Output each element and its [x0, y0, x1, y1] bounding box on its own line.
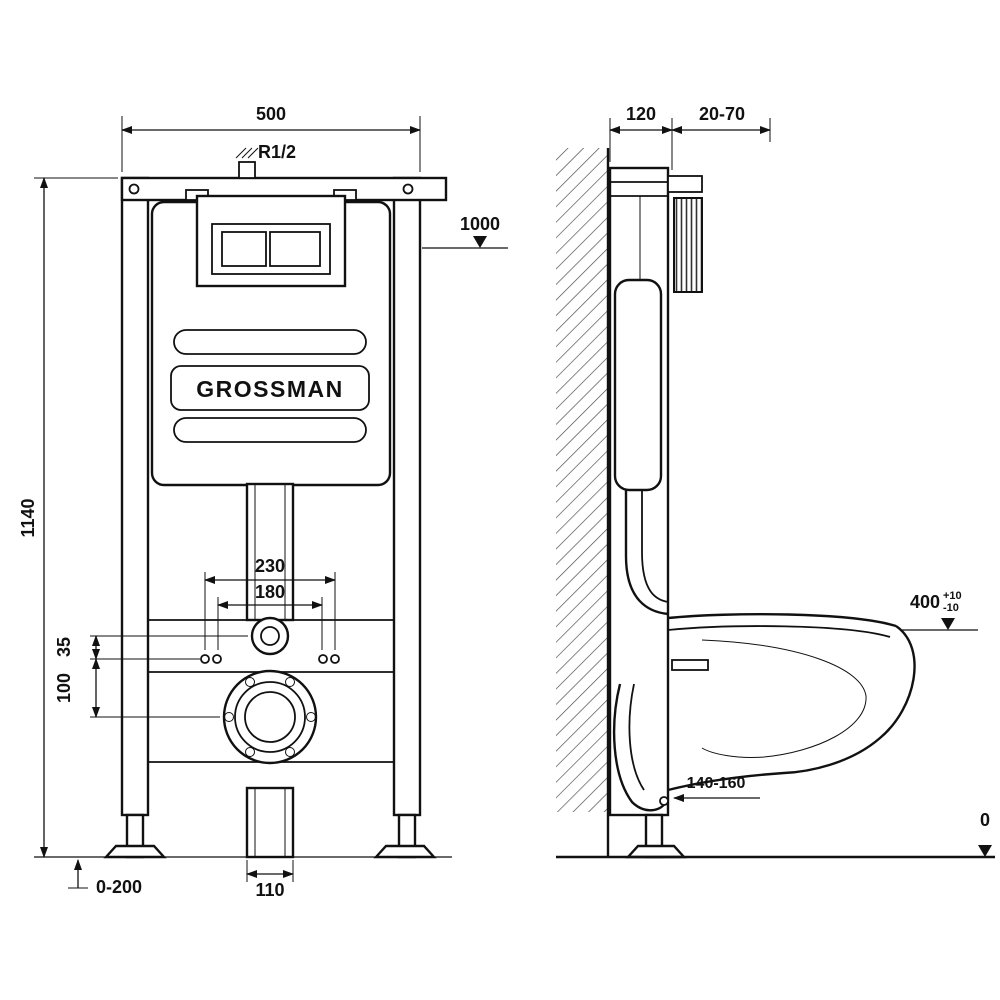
inlet-valve	[238, 161, 256, 179]
flush-plate-inner	[211, 223, 331, 275]
cistern-slot-top	[173, 329, 367, 355]
corner-screw-right	[402, 183, 414, 195]
corner-screw-left	[128, 183, 140, 195]
level-arrow-icon	[473, 236, 487, 248]
flush-button-large	[269, 231, 321, 267]
frame-structure	[120, 176, 448, 817]
side-foot	[625, 813, 687, 859]
dim-spacing-230: 230	[204, 556, 336, 650]
toilet-bowl	[667, 613, 916, 792]
dim-bowl-height-400: 400 +10 -10	[902, 590, 978, 631]
drain-pipe	[245, 786, 295, 859]
level-1000: 1000	[422, 214, 508, 249]
front-view: GROSSMAN	[18, 104, 508, 900]
dim-label-180: 180	[255, 582, 285, 602]
foot-plate-right	[373, 844, 437, 859]
water-inlet-icon	[235, 147, 259, 179]
dim-outlet-140-160: 140-160	[659, 775, 760, 806]
dim-height-1140: 1140	[18, 177, 118, 858]
flush-plate	[195, 194, 347, 288]
side-foot-plate	[625, 844, 687, 859]
dim-foot-adjust: 0-200	[68, 859, 142, 897]
dim-label-110: 110	[255, 880, 284, 900]
frame-left-rail	[120, 176, 150, 817]
cistern-slot-bottom	[173, 417, 367, 443]
floor-arrow-icon	[978, 845, 992, 857]
fixing-holes	[200, 654, 340, 664]
frame-side-body	[608, 166, 670, 817]
flush-plate-frame	[195, 194, 347, 288]
dim-offsets-35-100: 35 100	[54, 635, 248, 718]
dim-depth-120: 120	[609, 104, 673, 170]
dim-label-230: 230	[255, 556, 285, 576]
dim-label-120: 120	[626, 104, 656, 124]
level-arrow-icon	[941, 618, 955, 630]
dim-floor-0: 0	[978, 810, 992, 857]
dim-label-tol-minus: -10	[943, 602, 959, 614]
frame-profile	[608, 166, 703, 817]
flush-elbow-inner	[260, 626, 280, 646]
bowl-mount-bracket	[671, 659, 709, 671]
dim-label-1140: 1140	[18, 498, 38, 537]
dim-label-0: 0	[980, 810, 990, 830]
dim-label-r12: R1/2	[258, 142, 296, 162]
waste-outlet	[222, 669, 318, 765]
dim-label-35: 35	[54, 637, 74, 657]
wall-bracket	[667, 175, 703, 193]
flush-pipe-side	[624, 490, 669, 616]
flush-pipe	[245, 482, 295, 656]
waste-bend	[612, 683, 668, 812]
brand-logo: GROSSMAN	[196, 376, 343, 402]
dim-width-500: 500	[121, 104, 421, 172]
flush-plate-shaft	[673, 197, 703, 293]
dim-label-400: 400	[910, 592, 940, 612]
wall-hatching	[556, 148, 608, 812]
side-view: 120 20-70 400 +10 -10 140-160 0	[556, 104, 995, 859]
dim-label-0-200: 0-200	[96, 877, 142, 897]
dim-label-100: 100	[54, 673, 74, 703]
dim-label-140-160: 140-160	[687, 775, 746, 792]
dim-drain-110: 110	[246, 860, 294, 900]
dim-spacing-180: 180	[217, 582, 323, 650]
waste-flange-inner	[244, 691, 296, 743]
flush-button-small	[221, 231, 267, 267]
dim-label-tol-plus: +10	[943, 590, 962, 602]
dim-label-500: 500	[256, 104, 286, 124]
outlet-point	[659, 796, 669, 806]
cistern-side	[613, 278, 663, 492]
foot-plate-left	[103, 844, 167, 859]
frame-right-rail	[392, 176, 422, 817]
logo-plate	[170, 365, 370, 411]
dim-finish-20-70: 20-70	[671, 104, 771, 142]
dim-label-20-70: 20-70	[699, 104, 745, 124]
adjustable-feet	[103, 786, 437, 859]
dim-label-1000: 1000	[460, 214, 500, 234]
